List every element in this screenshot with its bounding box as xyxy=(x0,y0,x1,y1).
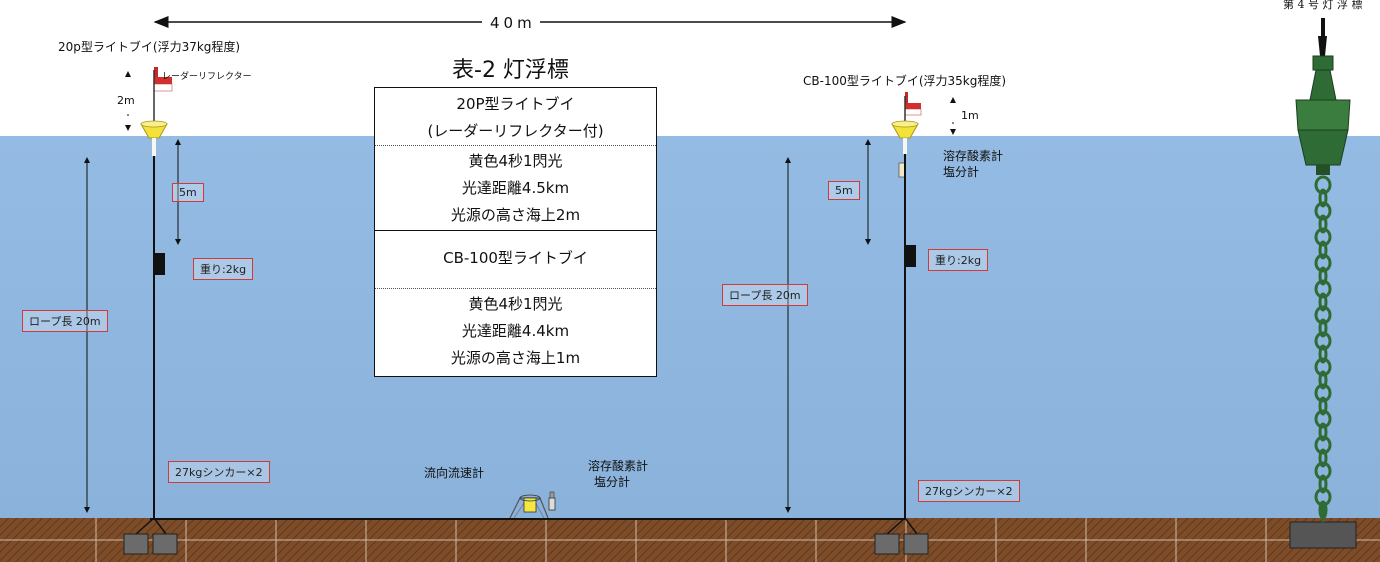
chain-link xyxy=(1314,409,1332,429)
water-area xyxy=(0,136,1380,518)
right-weight-icon xyxy=(904,245,916,267)
chain-link xyxy=(1314,331,1332,351)
right-sensor-label-1: 溶存酸素計 xyxy=(943,149,1004,163)
chain-link xyxy=(1314,175,1332,195)
anchor-chain xyxy=(1314,175,1332,520)
anchor-block-icon xyxy=(1289,521,1357,549)
spec-table: 20P型ライトブイ (レーダーリフレクター付) 黄色4秒1閃光 光達距離4.5k… xyxy=(374,87,657,377)
left-weight-label: 重り:2kg xyxy=(193,258,254,280)
left-sinker-icon-1 xyxy=(123,533,149,555)
right-weight-label: 重り:2kg xyxy=(928,249,989,271)
chain-link xyxy=(1318,344,1328,364)
table-row: 20P型ライトブイ xyxy=(456,95,575,113)
radar-reflector-icon xyxy=(154,67,158,77)
right-sinker-icon-2 xyxy=(903,533,929,555)
table-row: 黄色4秒1閃光 xyxy=(468,152,563,170)
right-buoy-assembly xyxy=(874,92,929,555)
seabed-grid xyxy=(0,518,1380,562)
right-buoy-title: CB-100型ライトブイ(浮力35kg程度) xyxy=(803,74,1007,88)
current-meter-icon xyxy=(509,494,549,519)
chain-link xyxy=(1318,318,1328,338)
right-sensor-label-2: 塩分計 xyxy=(943,165,980,179)
table-row: 光源の高さ海上2m xyxy=(450,206,581,224)
left-depth-label: 5m xyxy=(172,183,204,202)
chain-link xyxy=(1314,357,1332,377)
table-row: 光源の高さ海上1m xyxy=(450,349,581,367)
right-rope-label: ロープ長 20m xyxy=(722,284,808,306)
table-row: (レーダーリフレクター付) xyxy=(427,122,604,140)
left-sinker-label: 27kgシンカー×2 xyxy=(168,461,270,483)
left-buoy-title: 20p型ライトブイ(浮力37kg程度) xyxy=(58,40,241,54)
chain-link xyxy=(1314,227,1332,247)
table-row: 光達距離4.4km xyxy=(461,322,570,340)
chain-link xyxy=(1318,214,1328,234)
table-row: 黄色4秒1閃光 xyxy=(468,295,563,313)
chain-link xyxy=(1314,305,1332,325)
chain-link xyxy=(1318,240,1328,260)
table-title: 表-2 灯浮標 xyxy=(452,58,569,83)
chain-link xyxy=(1318,188,1328,208)
chain-link xyxy=(1318,474,1328,494)
left-height-label: 2m xyxy=(117,94,135,107)
chain-link xyxy=(1314,461,1332,481)
chain-link xyxy=(1318,292,1328,312)
chain-link xyxy=(1318,266,1328,286)
right-height-label: 1m xyxy=(961,109,979,122)
left-buoy-assembly xyxy=(123,67,178,555)
chain-link xyxy=(1314,201,1332,221)
distance-label: 40m xyxy=(490,14,536,32)
chain-link xyxy=(1318,422,1328,442)
seabed-sensor-label-1: 溶存酸素計 xyxy=(588,459,649,473)
left-sinker-icon-2 xyxy=(152,533,178,555)
navigation-buoy xyxy=(1295,18,1351,175)
left-weight-icon xyxy=(153,253,165,275)
seabed-sensor-label-2: 塩分計 xyxy=(594,475,631,489)
chain-link xyxy=(1318,448,1328,468)
chain-link xyxy=(1314,383,1332,403)
chain-link xyxy=(1318,396,1328,416)
chain-link xyxy=(1314,435,1332,455)
corner-caption: 第 4 号 灯 浮 標 xyxy=(1283,0,1363,11)
chain-link xyxy=(1314,253,1332,273)
table-row: CB-100型ライトブイ xyxy=(443,249,588,267)
left-reflector-label: レーダーリフレクター xyxy=(162,72,252,82)
seabed-sensor-icon xyxy=(548,491,556,511)
right-depth-label: 5m xyxy=(828,181,860,200)
table-row: 光達距離4.5km xyxy=(461,179,570,197)
right-sinker-label: 27kgシンカー×2 xyxy=(918,480,1020,502)
chain-link xyxy=(1314,279,1332,299)
chain-link xyxy=(1318,370,1328,390)
left-rope-label: ロープ長 20m xyxy=(22,310,108,332)
right-sinker-icon-1 xyxy=(874,533,900,555)
current-meter-label: 流向流速計 xyxy=(424,466,485,480)
